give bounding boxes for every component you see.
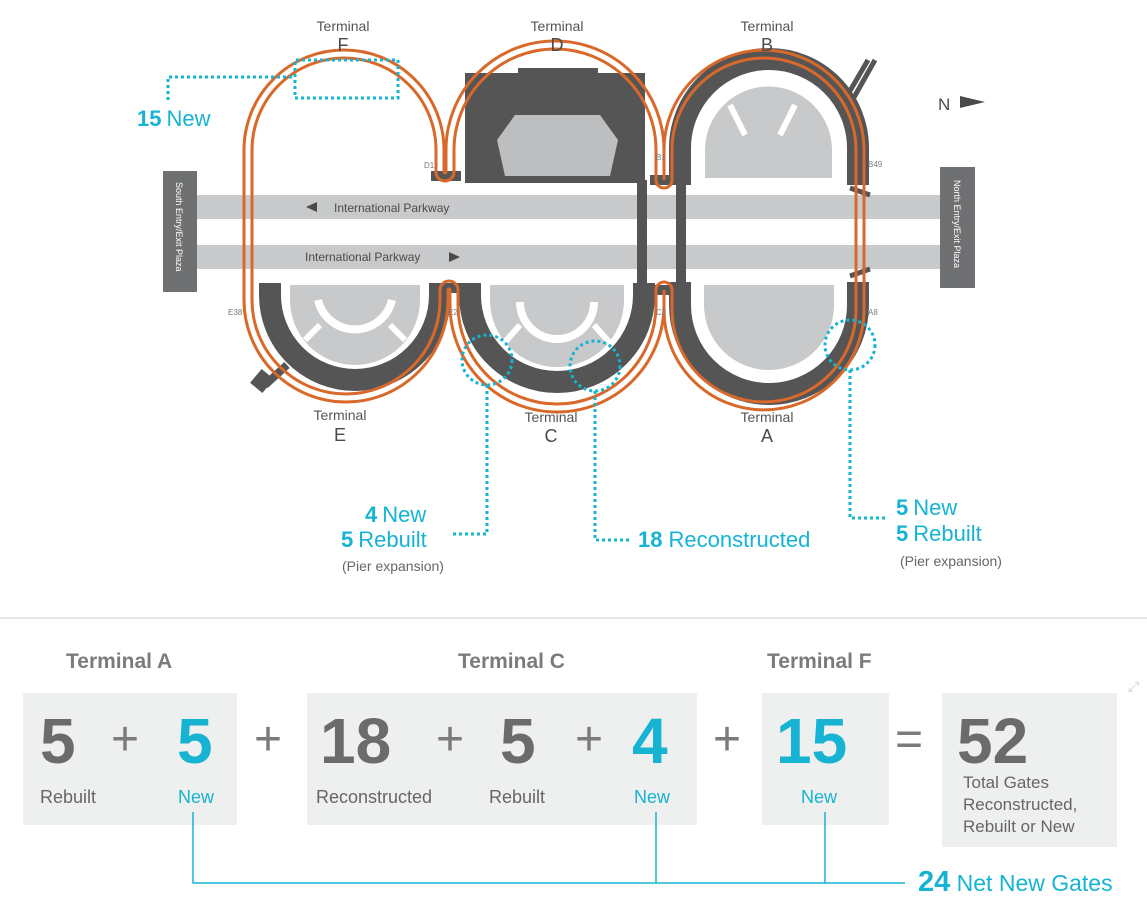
- terminal-e-word: Terminal: [314, 407, 367, 423]
- train-loop: [242, 39, 866, 414]
- box-total: [942, 693, 1117, 847]
- section-divider: [0, 617, 1147, 619]
- net-new-gates: 24 Net New Gates: [918, 866, 1113, 899]
- c-reconstructed-label: Reconstructed: [316, 787, 433, 807]
- header-terminal-a: Terminal A: [66, 650, 173, 673]
- terminal-f-letter: F: [338, 35, 349, 55]
- terminal-b-letter: B: [761, 35, 773, 55]
- a-rebuilt-value: 5: [40, 705, 76, 777]
- total-value: 52: [957, 705, 1029, 777]
- terminal-c-letter: C: [545, 426, 558, 446]
- net-new-value: 24: [918, 866, 951, 898]
- corner-icon: ⤢: [1128, 678, 1140, 694]
- north-arrow-icon: [960, 96, 985, 108]
- terminal-b-word: Terminal: [741, 18, 794, 34]
- gate-c2: C2: [656, 308, 667, 317]
- road-lower-label: International Parkway: [305, 250, 420, 264]
- plus-4: +: [575, 713, 604, 766]
- terminal-a-word: Terminal: [741, 409, 794, 425]
- c-rebuilt-label: Rebuilt: [489, 787, 546, 807]
- gate-d1: D1: [424, 161, 435, 170]
- callout-c-left-note: (Pier expansion): [342, 558, 444, 574]
- road-upper: [196, 195, 941, 219]
- c-new-label: New: [634, 787, 671, 807]
- box-terminal-c: [307, 693, 697, 825]
- road-lower: [196, 245, 941, 269]
- terminal-f-word: Terminal: [317, 18, 370, 34]
- total-label-line2: Reconstructed,: [963, 795, 1078, 814]
- road-upper-label: International Parkway: [334, 201, 449, 215]
- f-new-value: 15: [776, 705, 848, 777]
- plus-5: +: [713, 713, 742, 766]
- net-new-label: Net New Gates: [956, 870, 1113, 896]
- terminal-d-word: Terminal: [531, 18, 584, 34]
- c-rebuilt-value: 5: [500, 705, 536, 777]
- terminal-d-inner: [497, 115, 618, 176]
- gate-b1: B1: [656, 153, 666, 162]
- callout-c-right-circle: [568, 339, 622, 393]
- gate-e2: E2: [448, 308, 458, 317]
- a-rebuilt-label: Rebuilt: [40, 787, 97, 807]
- terminal-a-letter: A: [761, 426, 773, 446]
- callout-f-leader: [166, 58, 400, 100]
- callout-c-left-circle: [460, 333, 514, 387]
- a-new-label: New: [178, 787, 215, 807]
- airport-map: International Parkway International Park…: [137, 18, 1002, 574]
- box-terminal-f: [762, 693, 889, 825]
- plaza-south-label: South Entry/Exit Plaza: [174, 182, 184, 272]
- total-label-line3: Rebuilt or New: [963, 817, 1075, 836]
- terminal-c-building: [459, 283, 655, 393]
- plaza-north-label: North Entry/Exit Plaza: [952, 180, 962, 268]
- terminal-e-letter: E: [334, 425, 346, 445]
- equals-sign: =: [895, 713, 924, 766]
- south-plaza: [163, 171, 197, 292]
- net-connector: [192, 812, 905, 884]
- callout-a-circle: [823, 318, 877, 372]
- f-new-label: New: [801, 787, 838, 807]
- plus-3: +: [436, 713, 465, 766]
- plus-1: +: [111, 713, 140, 766]
- north-label: N: [938, 95, 950, 114]
- c-new-value: 4: [632, 705, 668, 777]
- total-label: Total Gates Reconstructed, Rebuilt or Ne…: [963, 772, 1113, 838]
- terminal-e-building: [259, 283, 451, 391]
- header-terminal-c: Terminal C: [458, 650, 565, 673]
- a-new-value: 5: [177, 705, 213, 777]
- terminal-d-letter: D: [551, 35, 564, 55]
- gate-a8: A8: [868, 308, 878, 317]
- box-terminal-a: [23, 693, 237, 825]
- callout-a-note: (Pier expansion): [900, 553, 1002, 569]
- terminal-c-word: Terminal: [525, 409, 578, 425]
- gate-b49: B49: [868, 160, 883, 169]
- plus-2: +: [254, 713, 283, 766]
- header-terminal-f: Terminal F: [767, 650, 872, 673]
- c-reconstructed-value: 18: [320, 705, 392, 777]
- total-label-line1: Total Gates: [963, 773, 1049, 792]
- gate-e38: E38: [228, 308, 243, 317]
- north-plaza: [940, 167, 975, 288]
